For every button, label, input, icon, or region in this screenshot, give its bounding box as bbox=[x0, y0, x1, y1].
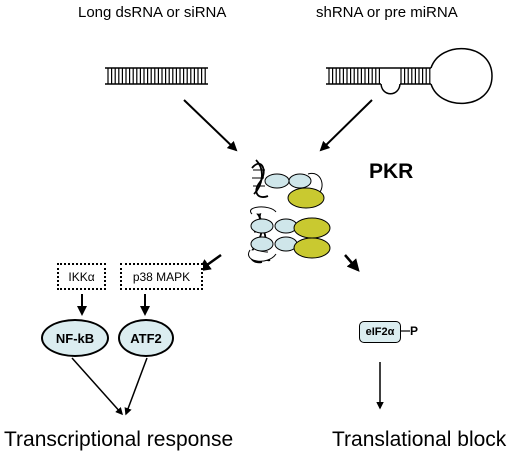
arrow-atf2-to-transcription bbox=[124, 357, 148, 416]
arrow-shrna-to-pkr bbox=[319, 99, 373, 152]
pkr-label: PKR bbox=[369, 160, 414, 183]
shrna-label: shRNA or pre miRNA bbox=[316, 4, 458, 21]
eif2a-label: eIF2α bbox=[365, 326, 395, 338]
transcriptional-response-label: Transcriptional response bbox=[4, 428, 234, 451]
shrna-hairpin-icon bbox=[326, 47, 493, 105]
ikk-alpha-label: IKKα bbox=[68, 269, 95, 284]
phosphate-label: P bbox=[410, 324, 419, 338]
nfkb-oval: NF-kB bbox=[41, 319, 109, 357]
long-dsrna-label: Long dsRNA or siRNA bbox=[78, 4, 227, 21]
pkr-dimer-icon bbox=[247, 206, 331, 264]
atf2-oval: ATF2 bbox=[118, 319, 174, 357]
arrow-nfkb-to-transcription bbox=[71, 357, 123, 416]
ikk-alpha-box: IKKα bbox=[57, 263, 106, 290]
pkr-monomer-icon bbox=[251, 159, 325, 209]
arrow-dsrna-to-pkr bbox=[183, 99, 238, 152]
arrow-pkr-to-p38 bbox=[197, 253, 222, 272]
arrow-pkr-to-eif2a bbox=[344, 254, 360, 272]
eif2a-box: eIF2α bbox=[359, 321, 401, 343]
translational-block-label: Translational block bbox=[332, 428, 507, 451]
dsrna-ladder-icon bbox=[105, 67, 208, 85]
p38-mapk-box: p38 MAPK bbox=[120, 263, 203, 290]
nfkb-label: NF-kB bbox=[55, 330, 95, 346]
atf2-label: ATF2 bbox=[130, 330, 162, 346]
p38-mapk-label: p38 MAPK bbox=[132, 269, 191, 284]
